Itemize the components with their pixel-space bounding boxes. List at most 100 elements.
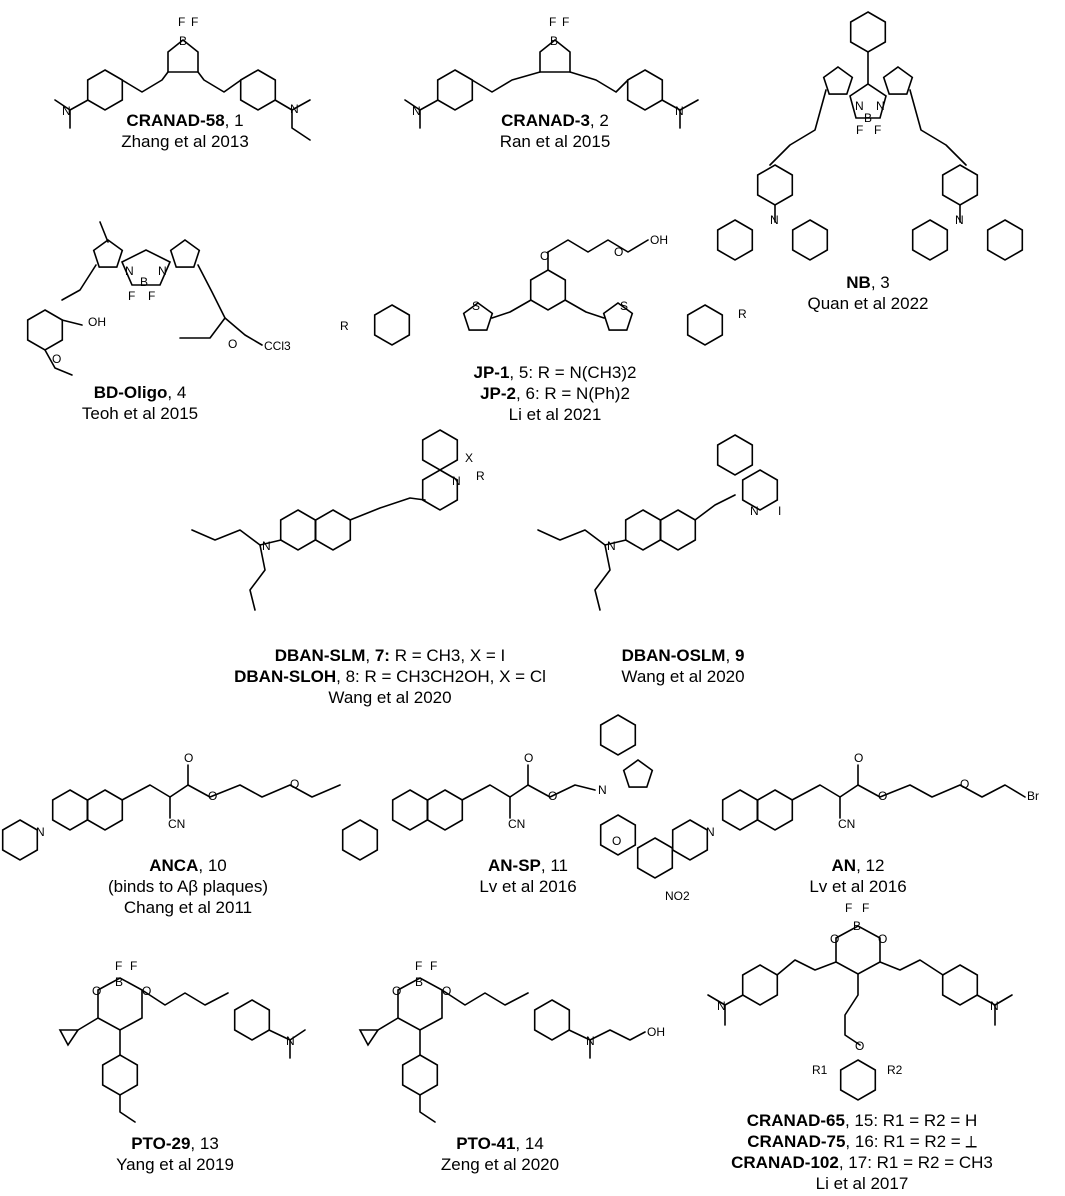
caption-pto-29: PTO-29, 13 Yang et al 2019 [116, 1134, 234, 1174]
structure-dban-oslm: N N I [537, 434, 781, 611]
compound-reference: Yang et al 2019 [116, 1155, 234, 1174]
atom-label: O [830, 932, 839, 946]
atom-label: F [862, 901, 869, 915]
atom-label: B [115, 975, 123, 989]
caption-cranad-58: CRANAD-58, 1 Zhang et al 2013 [121, 111, 249, 151]
compound-reference: Zhang et al 2013 [121, 132, 249, 151]
atom-label: F [874, 123, 881, 137]
compound-substituents: R1 = R2 = H [882, 1111, 978, 1130]
atom-label: R [476, 469, 485, 483]
compound-reference: Zeng et al 2020 [440, 1155, 560, 1174]
compound-number: 4 [176, 383, 187, 402]
compound-substituents: R = N(Ph)2 [544, 384, 630, 403]
compound-name: CRANAD-102 [731, 1153, 839, 1172]
atom-label: R [738, 307, 747, 321]
structure-cranad-58: F F B N N [54, 15, 311, 141]
compound-name: DBAN-OSLM [621, 646, 726, 665]
atom-label: F [128, 289, 135, 303]
caption-cranad-3: CRANAD-3, 2 Ran et al 2015 [499, 111, 611, 151]
atom-label: CN [508, 817, 525, 831]
caption-an: AN, 12 Lv et al 2016 [809, 856, 907, 896]
caption-jp: JP-1, 5: R = N(CH3)2 JP-2, 6: R = N(Ph)2… [473, 363, 637, 424]
structure-anca: CN O O O N [1, 751, 341, 861]
compound-reference: Wang et al 2020 [328, 688, 452, 707]
atom-label: O [442, 984, 451, 998]
atom-label: CN [168, 817, 185, 831]
compound-substituents: R1 = R2 = CH3 [876, 1153, 993, 1172]
compound-substituents: R = CH3CH2OH, X = Cl [364, 667, 546, 686]
atom-label: N [717, 999, 726, 1013]
structure-an-sp: CN O O N O NO2 [341, 714, 690, 903]
compound-number: 14 [524, 1134, 544, 1153]
compound-number: 11 [550, 856, 569, 875]
structure-an: CN O O O Br N [671, 751, 1039, 861]
atom-label: N [990, 999, 999, 1013]
atom-label: F [178, 15, 185, 29]
atom-label: N [158, 264, 167, 278]
atom-label: O [142, 984, 151, 998]
atom-label: OH [647, 1025, 665, 1039]
compound-number: 1 [234, 111, 244, 130]
atom-label: N [36, 825, 45, 839]
atom-label: O [612, 834, 621, 848]
atom-label: OH [88, 315, 106, 329]
compound-number: 3 [880, 273, 890, 292]
compound-number: 13 [199, 1134, 219, 1153]
compound-reference: Li et al 2017 [815, 1174, 909, 1193]
compound-name: CRANAD-3 [501, 111, 590, 130]
caption-cranad-65-series: CRANAD-65, 15: R1 = R2 = H CRANAD-75, 16… [731, 1111, 993, 1193]
structure-jp: O OH O R R S S [340, 233, 747, 346]
compound-name: CRANAD-58 [126, 111, 225, 130]
structure-pto-41: F F B O O N OH [358, 959, 665, 1123]
atom-label: O [184, 751, 193, 765]
atom-label: OH [650, 233, 668, 247]
compound-substituents: R = CH3, X = I [394, 646, 506, 665]
compound-number: 8 [345, 667, 356, 686]
compound-number: 6 [525, 384, 535, 403]
atom-label: O [878, 932, 887, 946]
compound-name: DBAN-SLOH [234, 667, 337, 686]
atom-label: N [452, 474, 461, 488]
atom-label: B [179, 34, 187, 48]
atom-label: O [524, 751, 533, 765]
atom-label: N [412, 104, 421, 118]
structure-cranad-65-series: F F B O O N N O R1 R2 [707, 901, 1013, 1101]
compound-note: (binds to Aβ plaques) [107, 877, 269, 896]
compound-name: NB [846, 273, 871, 292]
caption-an-sp: AN-SP, 11 Lv et al 2016 [479, 856, 577, 896]
caption-bd-oligo: BD-Oligo, 4 Teoh et al 2015 [81, 383, 199, 423]
atom-label: NO2 [665, 889, 690, 903]
atom-label: B [140, 275, 148, 289]
compound-name: JP-2 [480, 384, 517, 403]
compound-substituents: R1 = R2 = ⟂ [883, 1132, 977, 1151]
atom-label: O [960, 777, 969, 791]
atom-label: F [562, 15, 569, 29]
structure-dban-slm: N N R X [191, 429, 485, 611]
atom-label: N [876, 99, 885, 113]
compound-name: PTO-29 [131, 1134, 191, 1153]
atom-label: O [854, 751, 863, 765]
compound-number: 9 [734, 646, 745, 665]
compound-reference: Lv et al 2016 [479, 877, 577, 896]
atom-label: F [130, 959, 137, 973]
atom-label: O [878, 789, 887, 803]
atom-label: I [778, 504, 781, 518]
atom-label: O [228, 337, 237, 351]
compound-name: JP-1 [473, 363, 510, 382]
compound-name: DBAN-SLM [274, 646, 366, 665]
compound-reference: Wang et al 2020 [621, 667, 745, 686]
atom-label: N [586, 1034, 595, 1048]
atom-label: N [675, 104, 684, 118]
compound-number: 7 [374, 646, 385, 665]
compound-name: AN [831, 856, 857, 875]
atom-label: O [290, 777, 299, 791]
atom-label: X [465, 451, 473, 465]
compound-substituents: R = N(CH3)2 [537, 363, 637, 382]
atom-label: O [855, 1039, 864, 1053]
atom-label: N [750, 504, 759, 518]
atom-label: F [430, 959, 437, 973]
atom-label: N [955, 213, 964, 227]
atom-label: B [550, 34, 558, 48]
atom-label: F [148, 289, 155, 303]
atom-label: F [191, 15, 198, 29]
